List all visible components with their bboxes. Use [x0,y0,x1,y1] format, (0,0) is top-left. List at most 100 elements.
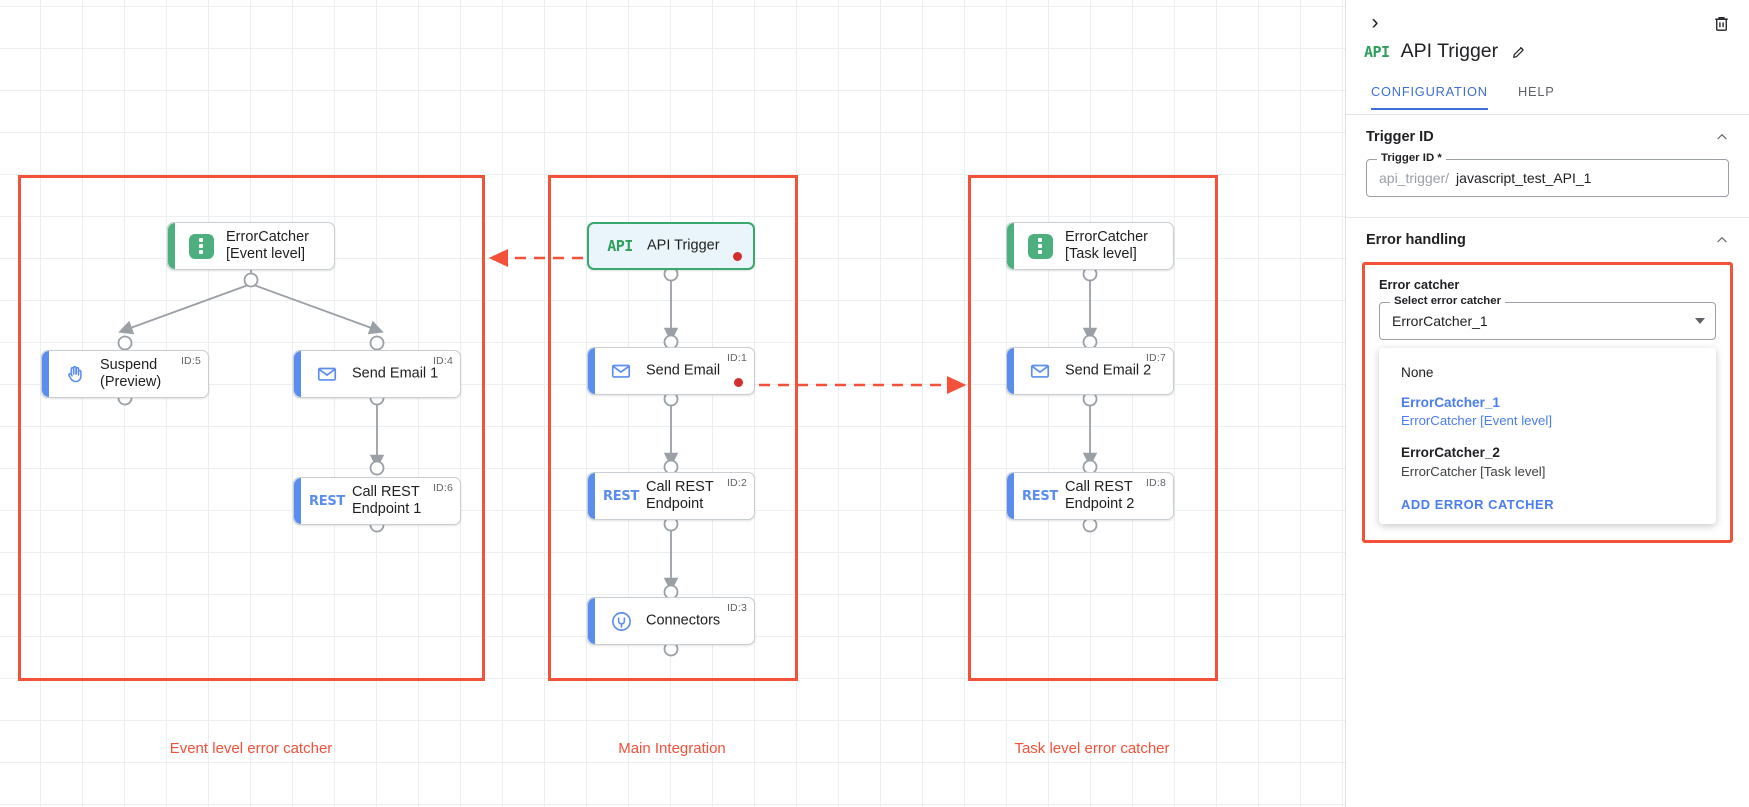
error-catcher-label: Error catcher [1379,277,1460,292]
dropdown-option-errorcatcher-1[interactable]: ErrorCatcher_1 ErrorCatcher [Event level… [1379,387,1716,437]
group-frame-task-level [968,175,1218,681]
edit-pencil-icon[interactable] [1509,42,1529,62]
section-trigger-id: Trigger ID Trigger ID * api_trigger/ jav… [1346,115,1749,218]
node-id-tag: ID:3 [726,602,747,614]
node-send-email-2[interactable]: Send Email 2 ID:7 [1006,347,1174,395]
trigger-id-prefix: api_trigger/ [1379,170,1450,186]
node-connectors[interactable]: Connectors ID:3 [587,597,755,645]
node-error-catcher-event-level[interactable]: ErrorCatcher [Event level] [167,222,335,270]
node-send-email[interactable]: Send Email ID:1 [587,347,755,395]
section-header-trigger-id[interactable]: Trigger ID [1346,115,1749,159]
node-id-tag: ID:5 [180,355,201,367]
node-label: Suspend (Preview) [100,356,162,390]
node-accent-bar [588,348,595,394]
dropdown-option-errorcatcher-2[interactable]: ErrorCatcher_2 ErrorCatcher [Task level] [1379,437,1716,487]
node-label: API Trigger [647,237,720,254]
api-icon: API [607,233,633,259]
option-primary: ErrorCatcher_1 [1401,395,1500,410]
properties-panel: › API API Trigger CONFIGURATION HELP [1345,0,1749,807]
rest-icon: REST [1022,483,1058,509]
node-label: Send Email 2 [1065,362,1152,379]
node-label: Send Email [646,362,721,379]
chevron-up-icon[interactable] [1715,130,1729,144]
envelope-icon [1027,358,1053,384]
add-error-catcher-button[interactable]: ADD ERROR CATCHER [1401,497,1555,513]
node-accent-bar [42,351,49,397]
hand-suspend-icon [62,361,88,387]
node-accent-bar [588,598,595,644]
error-indicator-dot [734,378,743,387]
trigger-id-value: javascript_test_API_1 [1456,170,1592,186]
trigger-id-legend: Trigger ID * [1377,152,1446,164]
option-secondary: ErrorCatcher [Event level] [1401,413,1552,429]
chevron-up-icon[interactable] [1715,233,1729,247]
node-accent-bar [1007,473,1014,519]
select-value: ErrorCatcher_1 [1392,313,1488,329]
node-accent-bar [294,478,301,524]
section-title: Error handling [1366,232,1466,248]
node-call-rest-endpoint-2[interactable]: REST Call REST Endpoint 2 ID:8 [1006,472,1174,520]
group-frame-main-integration [548,175,798,681]
connectors-plug-icon [608,608,634,634]
node-send-email-1[interactable]: Send Email 1 ID:4 [293,350,461,398]
node-label: Call REST Endpoint 2 [1065,478,1135,512]
collapse-panel-icon[interactable]: › [1371,11,1379,34]
option-primary: None [1401,365,1434,380]
rest-icon: REST [603,483,639,509]
error-indicator-dot [733,252,742,261]
envelope-icon [314,361,340,387]
trigger-id-input[interactable]: Trigger ID * api_trigger/ javascript_tes… [1366,152,1729,197]
option-primary: ErrorCatcher_2 [1401,445,1500,461]
node-label: Call REST Endpoint [646,478,714,512]
section-header-error-handling[interactable]: Error handling [1346,218,1749,262]
flow-canvas[interactable]: Event level error catcher Main Integrati… [0,0,1345,807]
node-accent-bar [1007,348,1014,394]
error-catcher-icon [1027,233,1053,259]
section-error-handling: Error handling Error catcher Select erro… [1346,218,1749,544]
error-catcher-dropdown[interactable]: None ErrorCatcher_1 ErrorCatcher [Event … [1379,348,1716,525]
delete-icon[interactable] [1707,9,1735,37]
section-title: Trigger ID [1366,129,1434,145]
node-id-tag: ID:1 [726,352,747,364]
error-catcher-group: Error catcher Select error catcher Error… [1362,262,1733,544]
node-label: Call REST Endpoint 1 [352,483,422,517]
tab-help[interactable]: HELP [1518,84,1555,99]
node-accent-bar [294,351,301,397]
select-legend: Select error catcher [1390,295,1506,307]
panel-header: › API API Trigger [1346,0,1749,84]
node-id-tag: ID:7 [1145,352,1166,364]
trigger-id-field-wrap: Trigger ID * api_trigger/ javascript_tes… [1346,152,1749,217]
rest-glyph: REST [309,493,345,509]
node-accent-bar [588,473,595,519]
group-frame-event-level [18,175,485,681]
rest-icon: REST [309,488,345,514]
node-api-trigger[interactable]: API API Trigger [587,222,755,270]
node-label: ErrorCatcher [Event level] [226,228,309,262]
node-accent-bar [168,223,175,269]
api-icon: API [1364,42,1390,61]
rest-glyph: REST [1022,488,1058,504]
node-id-tag: ID:2 [726,477,747,489]
chevron-down-icon[interactable] [1695,318,1705,324]
api-glyph: API [607,237,633,255]
node-suspend-preview[interactable]: Suspend (Preview) ID:5 [41,350,209,398]
select-error-catcher[interactable]: Select error catcher ErrorCatcher_1 [1379,295,1716,340]
node-id-tag: ID:8 [1145,477,1166,489]
node-accent-bar [1007,223,1014,269]
tab-configuration[interactable]: CONFIGURATION [1371,84,1488,110]
node-label: ErrorCatcher [Task level] [1065,228,1148,262]
error-catcher-icon [188,233,214,259]
option-secondary: ErrorCatcher [Task level] [1401,463,1546,479]
dropdown-option-none[interactable]: None [1379,358,1716,387]
node-id-tag: ID:6 [432,482,453,494]
node-call-rest-endpoint[interactable]: REST Call REST Endpoint ID:2 [587,472,755,520]
node-id-tag: ID:4 [432,355,453,367]
group-label-task-level: Task level error catcher [1014,740,1170,757]
panel-title-row: API API Trigger [1364,40,1529,63]
node-call-rest-endpoint-1[interactable]: REST Call REST Endpoint 1 ID:6 [293,477,461,525]
page-title: API Trigger [1400,40,1499,62]
node-label: Send Email 1 [352,365,439,382]
node-label: Connectors [646,612,721,629]
node-error-catcher-task-level[interactable]: ErrorCatcher [Task level] [1006,222,1174,270]
